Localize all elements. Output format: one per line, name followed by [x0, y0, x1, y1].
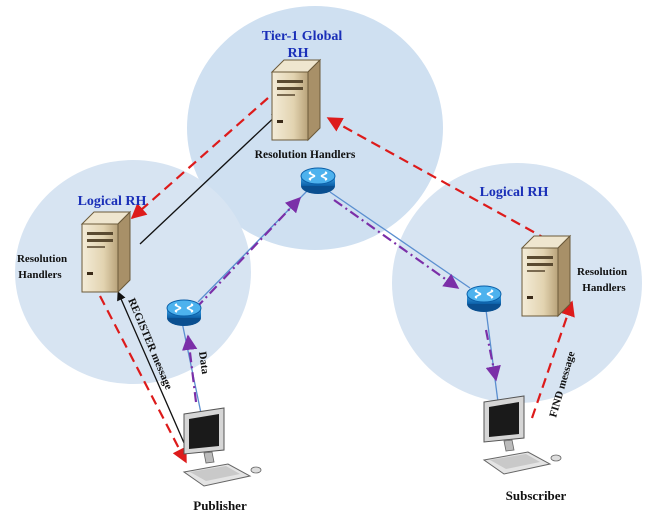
left-server-label-line1: Resolution [17, 253, 67, 265]
left-server-icon [81, 211, 131, 293]
left-router-icon [166, 299, 202, 327]
data-label: Data [196, 351, 211, 376]
publisher-computer-icon [183, 407, 262, 487]
tier1-server-label: Resolution Handlers [255, 149, 356, 161]
tier1-server-icon [271, 59, 321, 141]
register-arrow-publisher-to-left [117, 291, 189, 453]
tier1-router-icon [300, 167, 336, 195]
region-left-logical [15, 160, 251, 384]
register-arrow-left-to-tier1 [139, 111, 281, 245]
register-path-tier1-to-left [130, 97, 269, 220]
data-flow-tier1-router-to-right-router [333, 199, 460, 289]
data-flow-publisher-to-left-router [182, 334, 198, 403]
tier1-title-line1: Tier-1 Global [262, 29, 343, 44]
subscriber-label: Subscriber [506, 488, 567, 503]
right-router-icon [466, 285, 502, 313]
tier1-title-line2: RH [288, 46, 309, 61]
left-server-label-line2: Handlers [18, 269, 62, 281]
find-path-right-to-tier1 [326, 117, 549, 241]
data-flow-left-router-to-tier1-router [195, 196, 302, 309]
region-right-logical [392, 163, 642, 403]
publisher-label: Publisher [193, 498, 247, 513]
find-path-subscriber-to-right [530, 300, 575, 419]
link-tier1-router-to-right-router [329, 191, 471, 289]
data-flow-right-router-to-subscriber [484, 329, 501, 382]
left-region-title: Logical RH [78, 194, 147, 209]
right-server-label-line2: Handlers [582, 282, 626, 294]
right-server-label-line1: Resolution [577, 266, 627, 278]
right-region-title: Logical RH [480, 185, 549, 200]
right-server-icon [521, 235, 571, 317]
